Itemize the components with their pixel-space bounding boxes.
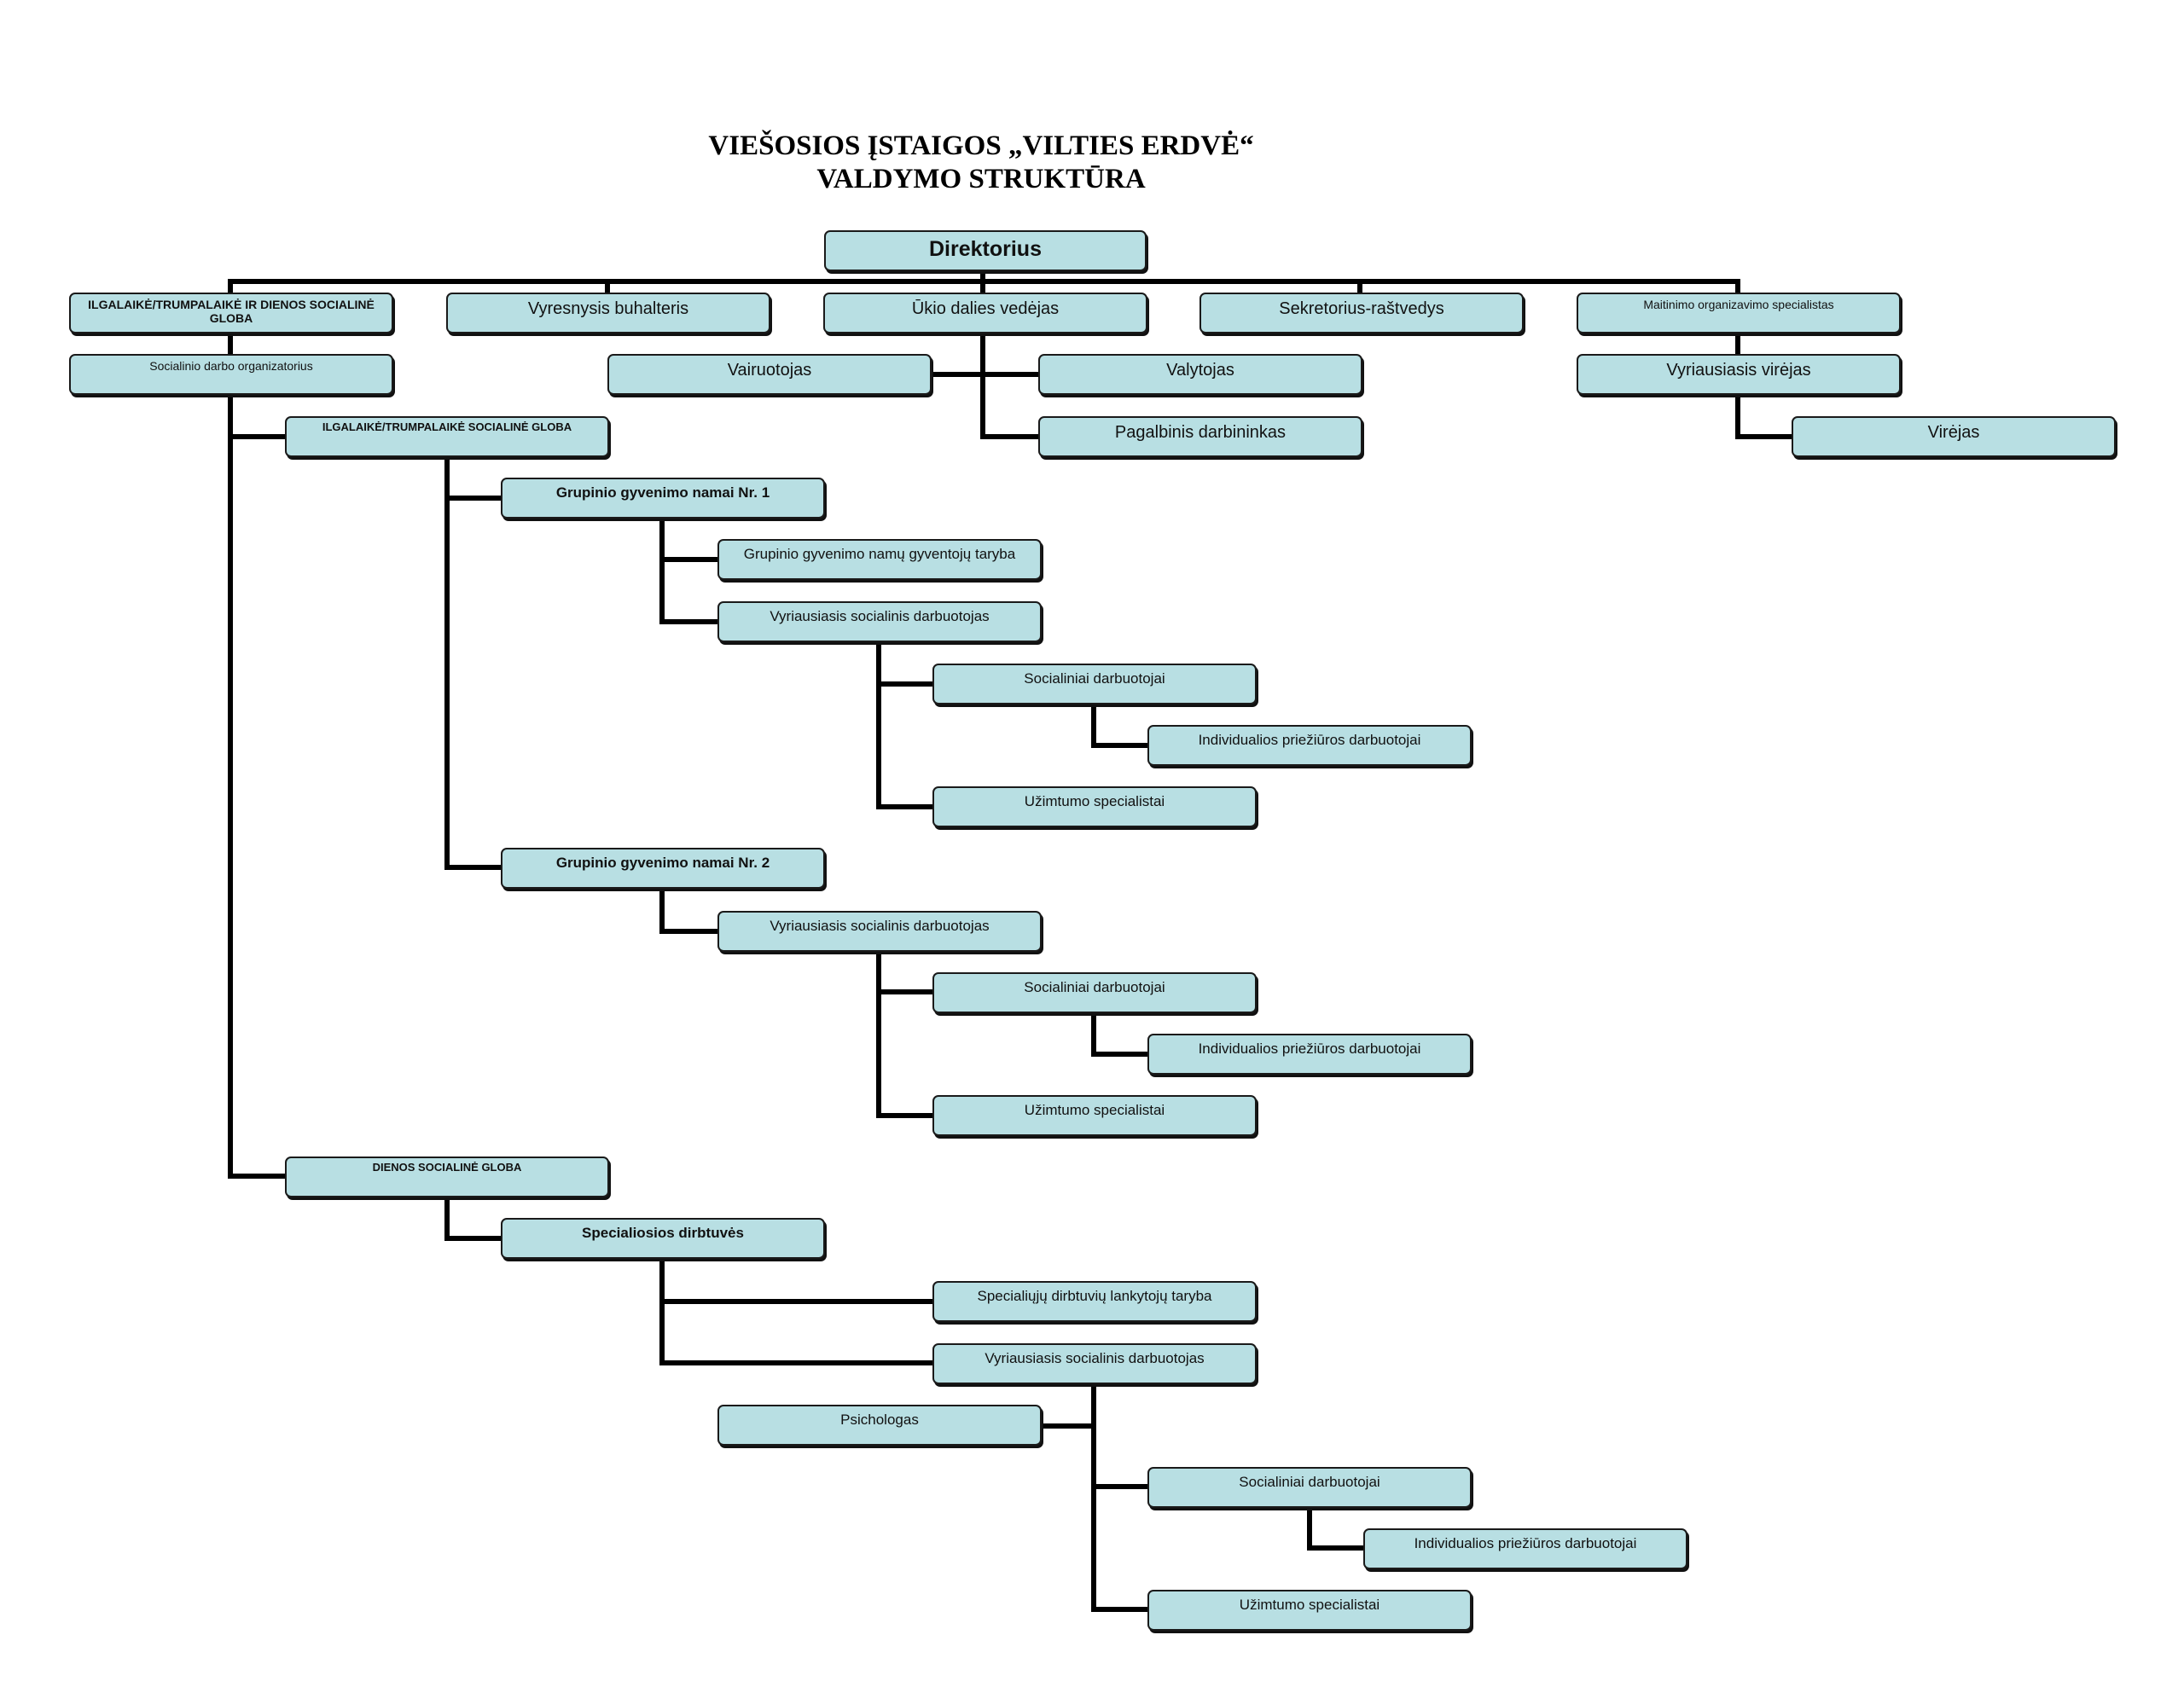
node-workshop-council: Specialiųjų dirbtuvių lankytojų taryba xyxy=(932,1281,1257,1322)
node-social-workers-3: Socialiniai darbuotojai xyxy=(1147,1467,1472,1508)
connector-facility-spine xyxy=(980,330,1042,439)
node-long-term-care: ILGALAIKĖ/TRUMPALAIKĖ SOCIALINĖ GLOBA xyxy=(285,416,609,457)
node-social-work-organizer: Socialinio darbo organizatorius xyxy=(69,354,393,395)
node-facility-manager: Ūkio dalies vedėjas xyxy=(823,293,1147,333)
node-social-workers-2: Socialiniai darbuotojai xyxy=(932,972,1257,1013)
node-auxiliary-worker: Pagalbinis darbininkas xyxy=(1038,416,1362,457)
connector-sw3-care xyxy=(1307,1504,1367,1551)
node-employment-specialists-2: Užimtumo specialistai xyxy=(932,1095,1257,1136)
node-care-workers-3: Individualios priežiūros darbuotojai xyxy=(1363,1528,1687,1569)
node-driver: Vairuotojas xyxy=(607,354,932,395)
node-psychologist: Psichologas xyxy=(717,1405,1042,1446)
connector-sw2-care xyxy=(1091,1009,1151,1057)
connector-ssw1-spine xyxy=(876,638,936,809)
node-senior-social-worker-1: Vyriausiasis socialinis darbuotojas xyxy=(717,601,1042,642)
node-day-care: DIENOS SOCIALINĖ GLOBA xyxy=(285,1157,609,1197)
node-senior-social-worker-2: Vyriausiasis socialinis darbuotojas xyxy=(717,911,1042,952)
node-employment-specialists-3: Užimtumo specialistai xyxy=(1147,1590,1472,1631)
node-group-home-1: Grupinio gyvenimo namai Nr. 1 xyxy=(501,478,825,519)
chart-title: VIEŠOSIOS ĮSTAIGOS „VILTIES ERDVĖ“ VALDY… xyxy=(0,130,1962,196)
connector-ssw3-spine xyxy=(1091,1380,1151,1612)
node-care-workers-1: Individualios priežiūros darbuotojai xyxy=(1147,725,1472,766)
node-chef: Virėjas xyxy=(1792,416,2116,457)
node-senior-accountant: Vyresnysis buhalteris xyxy=(446,293,770,333)
connector-sw1-care xyxy=(1091,700,1151,748)
node-secretary: Sekretorius-raštvedys xyxy=(1199,293,1524,333)
node-director: Direktorius xyxy=(824,230,1147,271)
node-group-home-2: Grupinio gyvenimo namai Nr. 2 xyxy=(501,848,825,889)
title-line-2: VALDYMO STRUKTŪRA xyxy=(816,164,1146,194)
node-senior-social-worker-3: Vyriausiasis socialinis darbuotojas xyxy=(932,1343,1257,1384)
connector-home2-ssw2 xyxy=(659,884,721,934)
node-workshops: Specialiosios dirbtuvės xyxy=(501,1218,825,1259)
connector-left-spine xyxy=(228,391,289,1179)
title-line-1: VIEŠOSIOS ĮSTAIGOS „VILTIES ERDVĖ“ xyxy=(708,130,1254,161)
node-cleaner: Valytojas xyxy=(1038,354,1362,395)
connector-workshops-spine xyxy=(659,1255,936,1365)
node-catering-specialist: Maitinimo organizavimo specialistas xyxy=(1577,293,1901,333)
connector-home1-spine xyxy=(659,514,721,624)
connector-headchef-chef xyxy=(1735,391,1795,439)
node-care-workers-2: Individualios priežiūros darbuotojai xyxy=(1147,1034,1472,1075)
node-employment-specialists-1: Užimtumo specialistai xyxy=(932,786,1257,827)
node-social-workers-1: Socialiniai darbuotojai xyxy=(932,664,1257,704)
connector-daycare-workshops xyxy=(444,1193,504,1241)
connector-ssw2-spine xyxy=(876,948,936,1118)
node-head-chef: Vyriausiasis virėjas xyxy=(1577,354,1901,395)
node-long-term-day-care: ILGALAIKĖ/TRUMPALAIKĖ IR DIENOS SOCIALIN… xyxy=(69,293,393,333)
connector-longterm-spine xyxy=(444,453,504,870)
node-residents-council: Grupinio gyvenimo namų gyventojų taryba xyxy=(717,539,1042,580)
